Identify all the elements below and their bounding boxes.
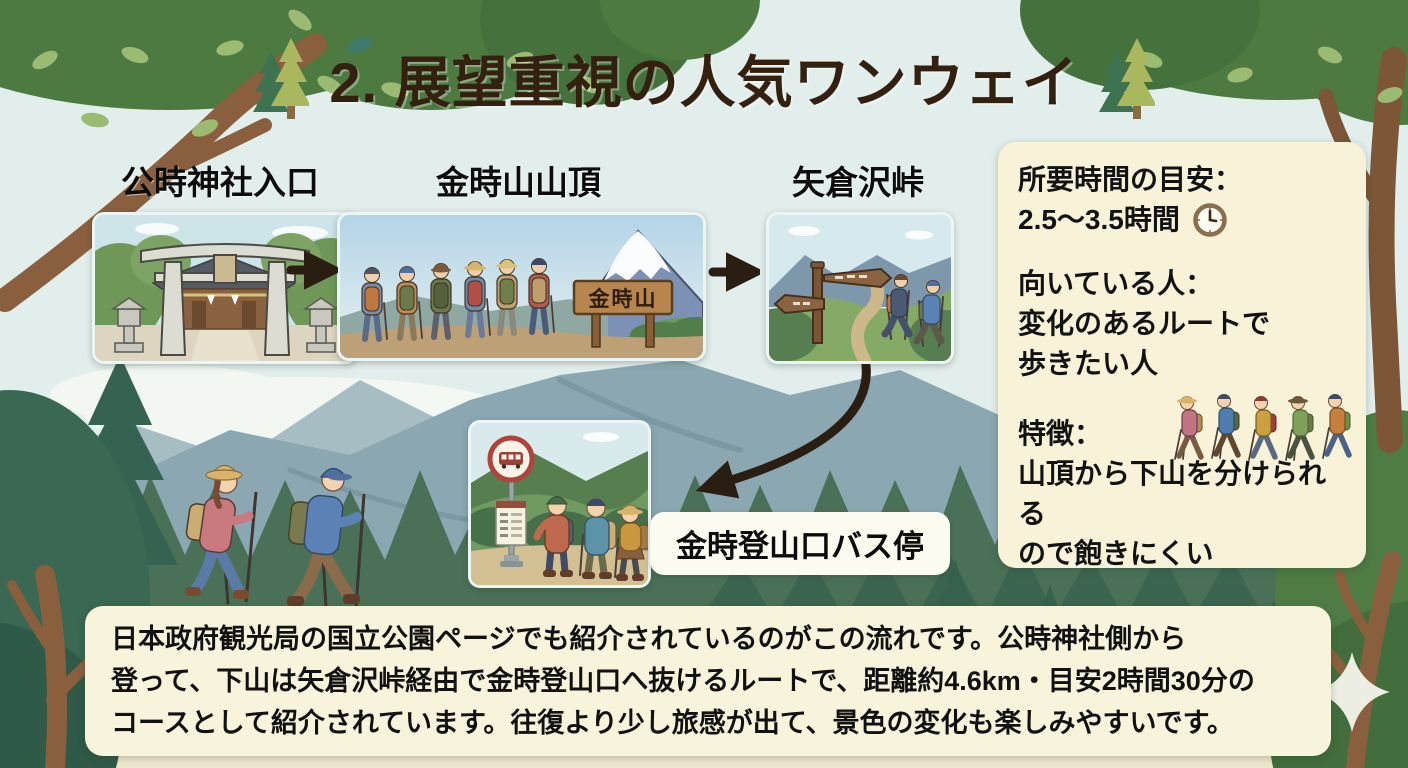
feature-heading: 特徴： (1018, 418, 1103, 449)
torii-gate (140, 243, 310, 356)
page-title: 2. 展望重視の人気ワンウェイ (0, 34, 1408, 122)
trail-signpost (773, 261, 893, 344)
stone-lantern (302, 297, 340, 353)
background-hikers-illustration (185, 464, 366, 609)
top-left-canopy (0, 0, 760, 312)
sparkle-icon (1314, 652, 1390, 732)
step-label-yagurasawa-pass: 矢倉沢峠 (792, 164, 924, 201)
pine-tree-icon (1098, 38, 1155, 119)
bus-stop-hikers (533, 496, 648, 581)
summit-sign: 金時山 (572, 279, 674, 348)
panel-yagurasawa-pass (766, 212, 954, 364)
flow-arrow-right (708, 252, 760, 292)
info-panel: 所要時間の目安： 2.5〜3.5時間 向いている人： 変化のあるルートで 歩きた… (998, 142, 1366, 569)
bus-stop-illustration (471, 423, 648, 585)
footer-line-3: コースとして紹介されています。往復より少し旅感が出て、景色の変化も楽しみやすいで… (111, 708, 1234, 738)
summit-illustration: 金時山 (340, 215, 703, 358)
feature-body-line1: 山頂から下山を分けられる (1018, 458, 1327, 529)
suited-body-line2: 歩きたい人 (1018, 348, 1159, 379)
panel-summit: 金時山 (337, 212, 706, 361)
pass-hikers (881, 274, 945, 347)
hiker-man (287, 467, 366, 609)
footer-description: 日本政府観光局の国立公園ページでも紹介されているのがこの流れです。公時神社側から… (85, 606, 1331, 756)
duration-heading: 所要時間の目安： (1018, 164, 1243, 195)
suited-body-line1: 変化のあるルートで (1018, 308, 1271, 339)
hiking-group-illustration (1174, 394, 1352, 461)
duration-value: 2.5〜3.5時間 (1018, 204, 1180, 235)
step-label-shrine-entrance: 公時神社入口 (121, 164, 319, 201)
stone-lantern (110, 297, 148, 353)
suited-heading: 向いている人： (1018, 268, 1214, 299)
step-label-summit: 金時山山頂 (436, 164, 601, 201)
flow-arrow-right (286, 250, 338, 290)
footer-line-2: 登って、下山は矢倉沢峠経由で金時登山口へ抜けるルートで、距離約4.6km・目安2… (111, 666, 1255, 696)
shrine-illustration (95, 215, 355, 361)
panel-bus-stop (468, 420, 651, 588)
panel-shrine-entrance (92, 212, 358, 364)
title-text: 2. 展望重視の人気ワンウェイ (329, 50, 1079, 114)
bus-stop-label: 金時登山口バス停 (650, 512, 950, 575)
hiker-woman (185, 464, 258, 605)
summit-sign-text: 金時山 (588, 287, 658, 311)
bus-stop-sign (487, 435, 535, 567)
clock-icon (1193, 203, 1227, 237)
footer-line-1: 日本政府観光局の国立公園ページでも紹介されているのがこの流れです。公時神社側から (111, 624, 1187, 654)
flow-arrow-curved-down (695, 353, 871, 499)
feature-body-line2: ので飽きにくい (1018, 538, 1214, 569)
summit-hikers (361, 258, 555, 342)
pass-illustration (769, 215, 951, 361)
top-right-canopy (1020, 0, 1408, 453)
pine-tree-icon (253, 38, 310, 119)
